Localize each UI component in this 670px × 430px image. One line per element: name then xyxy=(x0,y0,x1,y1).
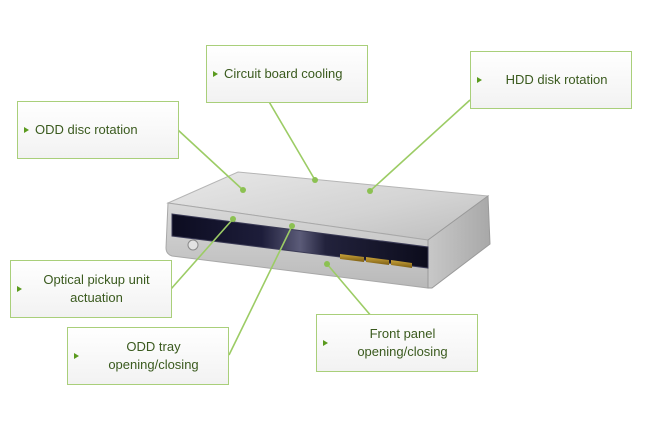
callout-hdd-disk-rotation: HDD disk rotation xyxy=(470,51,632,109)
leader-point-optical-pickup xyxy=(230,216,236,222)
label-optical-pickup-line1: Optical pickup unit xyxy=(43,272,150,287)
callout-odd-tray-opening-closing: ODD tray opening/closing xyxy=(67,327,229,385)
callout-odd-disc-rotation: ODD disc rotation xyxy=(17,101,179,159)
leader-point-odd-disc xyxy=(240,187,246,193)
leader-line-odd-tray xyxy=(228,225,293,356)
bullet-icon xyxy=(477,77,482,83)
label-odd-disc-rotation: ODD disc rotation xyxy=(35,122,138,137)
leader-line-circuit-board xyxy=(267,99,316,181)
callout-circuit-board-cooling: Circuit board cooling xyxy=(206,45,368,103)
leader-line-optical-pickup xyxy=(170,218,234,290)
disc-slot-3 xyxy=(391,260,412,268)
bullet-icon xyxy=(323,340,328,346)
device-front-panel xyxy=(171,213,429,269)
label-odd-tray-line2: opening/closing xyxy=(108,357,199,372)
callout-front-panel-opening-closing: Front panel opening/closing xyxy=(316,314,478,372)
bullet-icon xyxy=(24,127,29,133)
leader-point-front-panel xyxy=(324,261,330,267)
label-circuit-board-cooling: Circuit board cooling xyxy=(224,66,343,81)
device-side-face xyxy=(427,195,491,289)
label-optical-pickup-line2: actuation xyxy=(70,290,123,305)
leader-point-circuit-board xyxy=(312,177,318,183)
bullet-icon xyxy=(17,286,22,292)
label-odd-tray-line1: ODD tray xyxy=(126,339,181,354)
label-front-panel-line2: opening/closing xyxy=(357,344,448,359)
leader-point-hdd-disk xyxy=(367,188,373,194)
label-front-panel-line1: Front panel xyxy=(369,326,436,341)
leader-point-odd-tray xyxy=(289,223,295,229)
bullet-icon xyxy=(74,353,79,359)
bullet-icon xyxy=(213,71,218,77)
callout-optical-pickup-actuation: Optical pickup unit actuation xyxy=(10,260,172,318)
leader-line-hdd-disk xyxy=(369,99,471,192)
label-hdd-disk-rotation: HDD disk rotation xyxy=(505,72,608,87)
disc-slot-2 xyxy=(366,257,389,265)
disc-slot-1 xyxy=(340,254,364,262)
power-button xyxy=(187,239,199,251)
leader-line-front-panel xyxy=(326,263,373,318)
leader-line-odd-disc xyxy=(177,129,244,191)
